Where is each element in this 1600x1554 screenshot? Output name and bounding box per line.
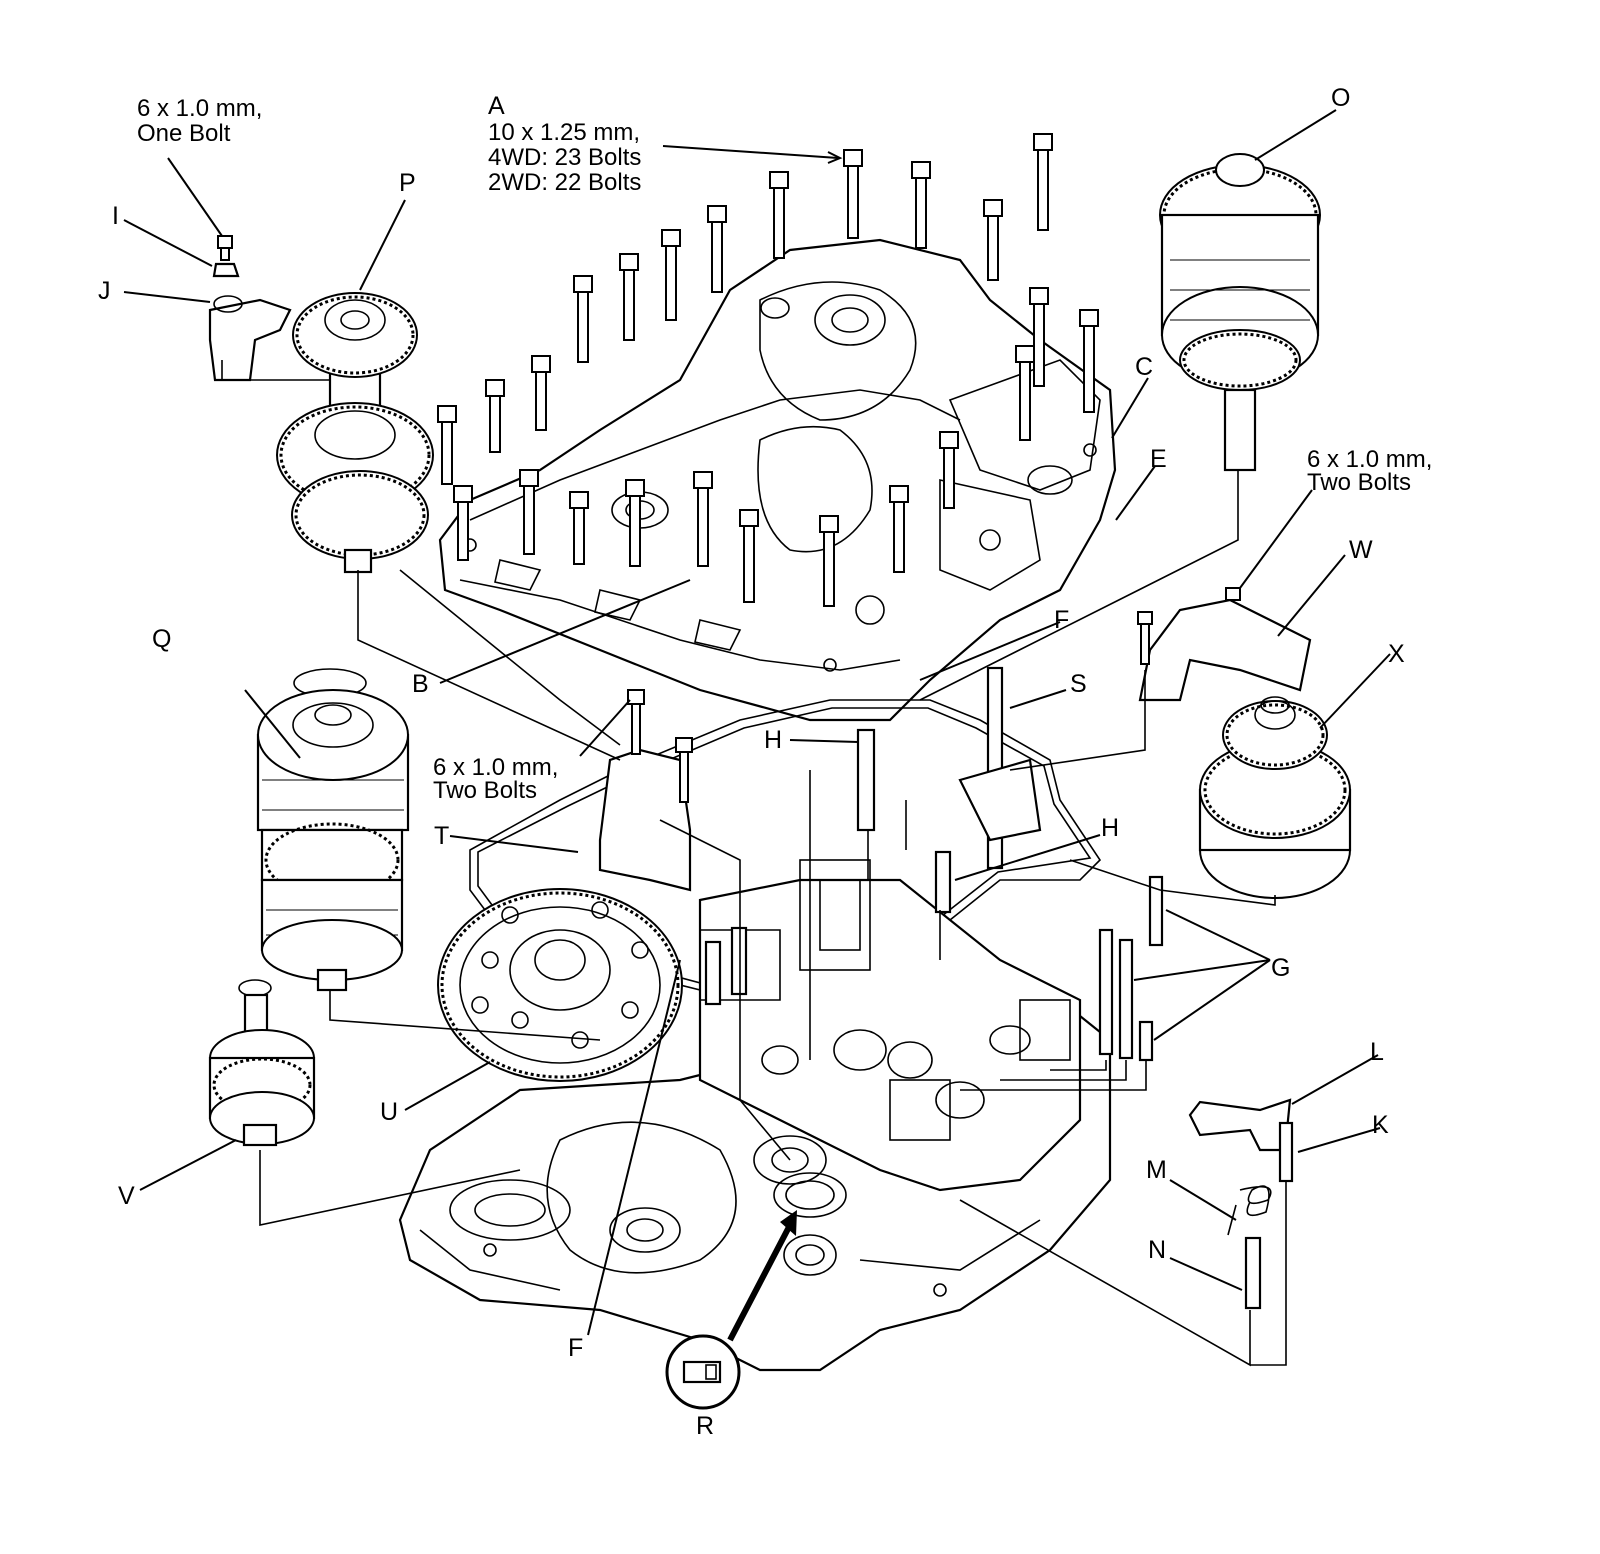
callout-one-bolt-spec: 6 x 1.0 mm, bbox=[137, 95, 263, 122]
callout-two-bolts-left-count: Two Bolts bbox=[433, 777, 538, 804]
pin-g-4 bbox=[1138, 1020, 1154, 1062]
final-drive-gear bbox=[437, 888, 683, 1082]
secondary-gear-assembly bbox=[1198, 696, 1352, 899]
callout-t: T bbox=[434, 822, 450, 850]
callout-two-bolts-right-count: Two Bolts bbox=[1307, 469, 1412, 496]
bolt bbox=[1015, 345, 1035, 441]
seal-detail bbox=[665, 1172, 847, 1410]
clutch-assembly bbox=[256, 668, 410, 992]
reference-lines bbox=[221, 360, 1287, 1367]
callout-two-bolts-right-spec: 6 x 1.0 mm, bbox=[1307, 446, 1433, 473]
callout-h-top: H bbox=[764, 726, 783, 754]
bolt bbox=[1079, 309, 1099, 413]
callout-a-4wd: 4WD: 23 Bolts bbox=[488, 144, 642, 171]
bolt bbox=[569, 491, 589, 565]
bolt bbox=[453, 485, 473, 561]
callout-h-mid: H bbox=[1101, 814, 1120, 842]
bolt bbox=[519, 469, 539, 555]
bolt bbox=[531, 355, 551, 431]
bolt bbox=[693, 471, 713, 567]
spring-m bbox=[1239, 1185, 1272, 1217]
bolt bbox=[819, 515, 839, 607]
callout-r: R bbox=[696, 1412, 715, 1440]
callout-o: O bbox=[1331, 84, 1351, 112]
bolt bbox=[1033, 133, 1053, 231]
callout-f-bottom: F bbox=[568, 1334, 584, 1362]
bolt bbox=[739, 509, 759, 603]
bolt bbox=[661, 229, 681, 321]
detent-arm bbox=[958, 758, 1042, 842]
pin-h-lower bbox=[934, 850, 952, 914]
baffle-plate bbox=[598, 689, 693, 892]
callout-a-2wd: 2WD: 22 Bolts bbox=[488, 169, 642, 196]
callout-two-bolts-left-spec: 6 x 1.0 mm, bbox=[433, 754, 559, 781]
callout-s: S bbox=[1070, 670, 1087, 698]
callout-i: I bbox=[112, 202, 119, 230]
parking-pawl-parts bbox=[1188, 1098, 1294, 1310]
dowel-pins-and-shafts bbox=[704, 666, 1164, 1062]
callout-g: G bbox=[1271, 954, 1291, 982]
callout-p: P bbox=[399, 169, 416, 197]
shaft-k bbox=[1278, 1121, 1294, 1183]
callout-n: N bbox=[1148, 1236, 1167, 1264]
callout-c: C bbox=[1135, 353, 1154, 381]
callout-a-spec: 10 x 1.25 mm, bbox=[488, 119, 641, 146]
valve-body bbox=[698, 859, 1082, 1192]
callout-u: U bbox=[380, 1098, 399, 1126]
bolt bbox=[1029, 287, 1049, 387]
bolt bbox=[707, 205, 727, 293]
leader-lines bbox=[123, 109, 1391, 1342]
callout-q: Q bbox=[152, 625, 172, 653]
transmission-housing bbox=[438, 238, 1117, 722]
callout-m: M bbox=[1146, 1156, 1167, 1184]
countershaft-assembly bbox=[276, 292, 434, 574]
pawl-l bbox=[1188, 1098, 1292, 1152]
bolt bbox=[485, 379, 505, 453]
bolt bbox=[573, 275, 593, 363]
bolt bbox=[911, 161, 931, 249]
bolt bbox=[619, 253, 639, 341]
callout-a: A bbox=[488, 92, 505, 120]
bolt bbox=[939, 431, 959, 509]
shift-fork-j bbox=[208, 235, 292, 382]
bolt-a bbox=[843, 149, 863, 239]
oil-guide-bracket bbox=[1137, 587, 1312, 702]
pin-h-upper bbox=[856, 728, 876, 832]
shaft-n bbox=[1244, 1236, 1262, 1310]
bolt bbox=[437, 405, 457, 485]
bolt bbox=[769, 171, 789, 259]
callout-one-bolt-count: One Bolt bbox=[137, 120, 231, 147]
callout-v: V bbox=[118, 1182, 135, 1210]
bolt bbox=[625, 479, 645, 567]
bolt bbox=[983, 199, 1003, 281]
pin-g-1 bbox=[1148, 875, 1164, 947]
mainshaft-assembly bbox=[1159, 153, 1321, 472]
callout-w: W bbox=[1349, 536, 1373, 564]
callout-j: J bbox=[98, 277, 111, 305]
idler-shaft bbox=[208, 979, 316, 1147]
callout-e: E bbox=[1150, 445, 1167, 473]
bolt bbox=[889, 485, 909, 573]
callout-b: B bbox=[412, 670, 429, 698]
callout-l: L bbox=[1370, 1038, 1384, 1066]
callout-f-top: F bbox=[1054, 606, 1070, 634]
callout-k: K bbox=[1372, 1111, 1389, 1139]
pin-g-2 bbox=[1098, 928, 1114, 1056]
housing-bolts bbox=[437, 133, 1099, 607]
callout-x: X bbox=[1388, 640, 1405, 668]
pin-g-3 bbox=[1118, 938, 1134, 1060]
